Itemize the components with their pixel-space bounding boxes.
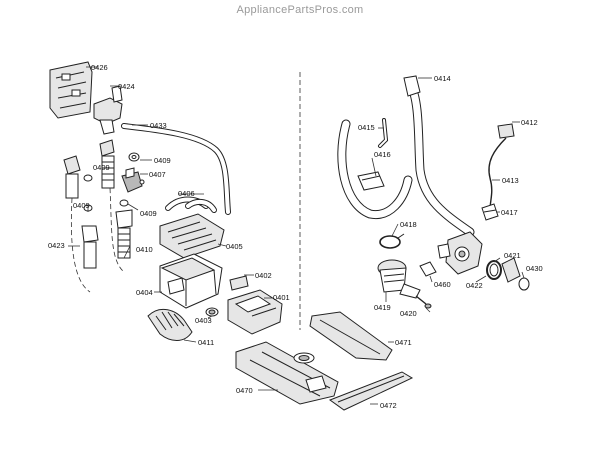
part-0470-base[interactable] [235,341,339,405]
label-0424: 0424 [118,82,135,91]
part-0401-drawer[interactable] [227,289,283,335]
label-0415: 0415 [358,123,375,132]
label-0433: 0433 [150,121,167,130]
label-0403: 0403 [195,316,212,325]
label-0410: 0410 [136,245,153,254]
label-0472: 0472 [380,401,397,410]
label-0423: 0423 [48,241,65,250]
part-0430-filter-cap[interactable] [501,257,530,291]
label-0401: 0401 [273,293,290,302]
part-labels: 0426 0424 0433 0409 0407 0409 0406 0409 … [48,63,543,410]
label-0430: 0430 [526,264,543,273]
part-0421-ring[interactable] [486,260,502,280]
part-0417-connector[interactable] [481,203,499,221]
label-0460: 0460 [434,280,451,289]
label-0417: 0417 [501,208,518,217]
label-0413: 0413 [502,176,519,185]
label-0409: 0409 [154,156,171,165]
part-0416-hose[interactable] [337,119,413,219]
part-0422-pump-housing[interactable] [437,231,483,275]
label-0418: 0418 [400,220,417,229]
part-0406-hose-set[interactable] [165,196,217,213]
label-0409: 0409 [93,163,110,172]
label-0471: 0471 [395,338,412,347]
part-0418-clamp[interactable] [379,233,405,249]
part-0403-cap[interactable] [205,307,219,317]
label-0409: 0409 [73,201,90,210]
part-0405-dispenser-cover[interactable] [159,213,225,259]
part-0412-sensor[interactable] [497,123,515,139]
label-0414: 0414 [434,74,451,83]
part-0404-drawer-housing[interactable] [159,253,223,309]
part-0433-hose[interactable] [121,123,231,215]
part-0423-inlet-hose[interactable] [63,155,99,293]
part-0414-drain-hose[interactable] [403,75,475,237]
label-0407: 0407 [149,170,166,179]
label-0406: 0406 [178,189,195,198]
part-0413-wire[interactable] [488,137,507,211]
label-0412: 0412 [521,118,538,127]
part-0424-valve[interactable] [93,85,123,135]
label-0402: 0402 [255,271,272,280]
part-0402-insert[interactable] [229,275,249,291]
label-0422: 0422 [466,281,483,290]
watermark: AppliancePartsPros.com [236,4,364,16]
part-0419-pump[interactable] [377,259,421,299]
part-0472-rail[interactable] [328,371,414,411]
part-0409-washer-top[interactable] [128,152,140,162]
label-0404: 0404 [136,288,153,297]
part-0471-rail[interactable] [309,311,393,361]
part-0411-bellows-hose[interactable] [147,308,193,341]
part-0460-clip[interactable] [419,261,437,277]
part-0415-tube[interactable] [378,118,389,148]
label-0411: 0411 [198,338,214,347]
leader-lines [68,66,525,405]
label-0470: 0470 [236,386,253,395]
label-0409: 0409 [140,209,157,218]
part-0426-bracket[interactable] [49,61,93,119]
label-0405: 0405 [226,242,243,251]
label-0421: 0421 [504,251,521,260]
label-0416: 0416 [374,150,391,159]
label-0419: 0419 [374,303,391,312]
part-0407-valve[interactable] [121,167,145,193]
label-0426: 0426 [91,63,108,72]
part-0409-washer-mid[interactable] [119,199,129,207]
part-0420-probe[interactable] [415,295,432,309]
part-0410-hose[interactable] [99,139,133,273]
label-0420: 0420 [400,309,417,318]
